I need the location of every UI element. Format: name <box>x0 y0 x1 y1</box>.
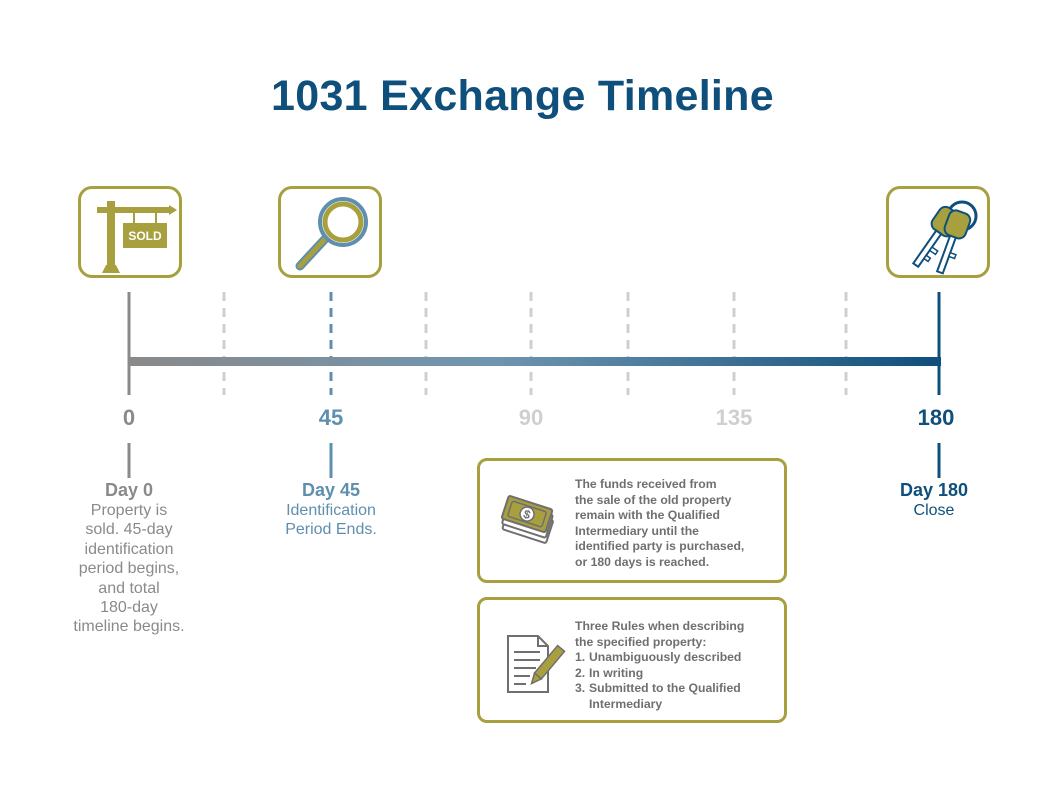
day0-description-line: and total <box>98 579 160 597</box>
funds-info-line: The funds received from <box>575 477 717 491</box>
day180-title: Day 180 <box>899 480 969 500</box>
rule-text: Submitted to the Qualified <box>589 681 741 696</box>
rule-number: 3. <box>575 681 586 696</box>
day45-title: Day 45 <box>301 480 361 500</box>
day0-description: Property is sold. 45-day identification … <box>39 501 219 637</box>
day0-description-line: 180-day <box>100 599 158 617</box>
rule-number: 1. <box>575 650 586 665</box>
tick-label-90: 90 <box>518 405 544 430</box>
tick-label-135: 135 <box>715 405 753 430</box>
rule-item: 1.Unambiguously described <box>575 650 744 666</box>
funds-info-line: Intermediary until the <box>575 523 699 538</box>
keys-icon <box>911 200 978 275</box>
tick-label-0: 0 <box>122 405 136 430</box>
day0-title: Day 0 <box>104 480 154 500</box>
rule-item: 3.Submitted to the Qualified <box>575 681 744 697</box>
day0-description-line: sold. 45-day <box>85 521 173 539</box>
funds-info-line: identified party is purchased, <box>575 539 745 554</box>
svg-text:$: $ <box>522 507 533 522</box>
funds-info-line: the sale of the old property <box>575 492 732 507</box>
day0-description-line: timeline begins. <box>73 618 185 636</box>
tick-label-180: 180 <box>917 405 955 430</box>
rules-info-box: Three Rules when describing the specifie… <box>477 597 787 723</box>
rule-item-continuation: Intermediary <box>575 697 744 713</box>
day45-icon-box <box>278 186 382 278</box>
day45-description-line: Identification <box>286 502 376 519</box>
page-title: 1031 Exchange Timeline <box>271 72 774 120</box>
rule-text: Unambiguously described <box>589 650 742 665</box>
sold-sign-icon: SOLD <box>97 201 177 273</box>
sold-sign-text: SOLD <box>128 229 162 243</box>
magnifying-glass-icon <box>295 197 368 271</box>
day0-description-line: period begins, <box>78 560 180 578</box>
rules-intro-line: Three Rules when describing <box>575 619 745 633</box>
funds-info-line: remain with the Qualified <box>575 508 720 523</box>
money-stack-icon: $ <box>500 495 554 544</box>
rule-text-continuation: Intermediary <box>589 696 663 711</box>
funds-info-line: or 180 days is reached. <box>575 554 710 569</box>
rule-item: 2.In writing <box>575 666 744 682</box>
day45-description-line: Period Ends. <box>285 521 377 539</box>
day180-icon-box <box>886 186 990 278</box>
day0-description-line: identification <box>84 540 174 558</box>
timeline-bar <box>128 357 941 366</box>
funds-info-text: The funds received from the sale of the … <box>575 477 744 571</box>
day0-description-line: Property is <box>90 502 168 519</box>
rule-text: In writing <box>589 665 644 680</box>
day180-description-line: Close <box>913 502 955 519</box>
day0-icon-box: SOLD <box>78 186 182 278</box>
rule-number: 2. <box>575 665 586 680</box>
funds-info-box: $ The funds received from the sale of th… <box>477 458 787 583</box>
day45-description: Identification Period Ends. <box>241 501 421 540</box>
rules-info-text: Three Rules when describing the specifie… <box>575 619 744 713</box>
rules-intro-line: the specified property: <box>575 634 707 649</box>
document-pen-icon <box>507 635 566 693</box>
day180-description: Close <box>844 501 1024 520</box>
tick-label-45: 45 <box>318 405 344 430</box>
